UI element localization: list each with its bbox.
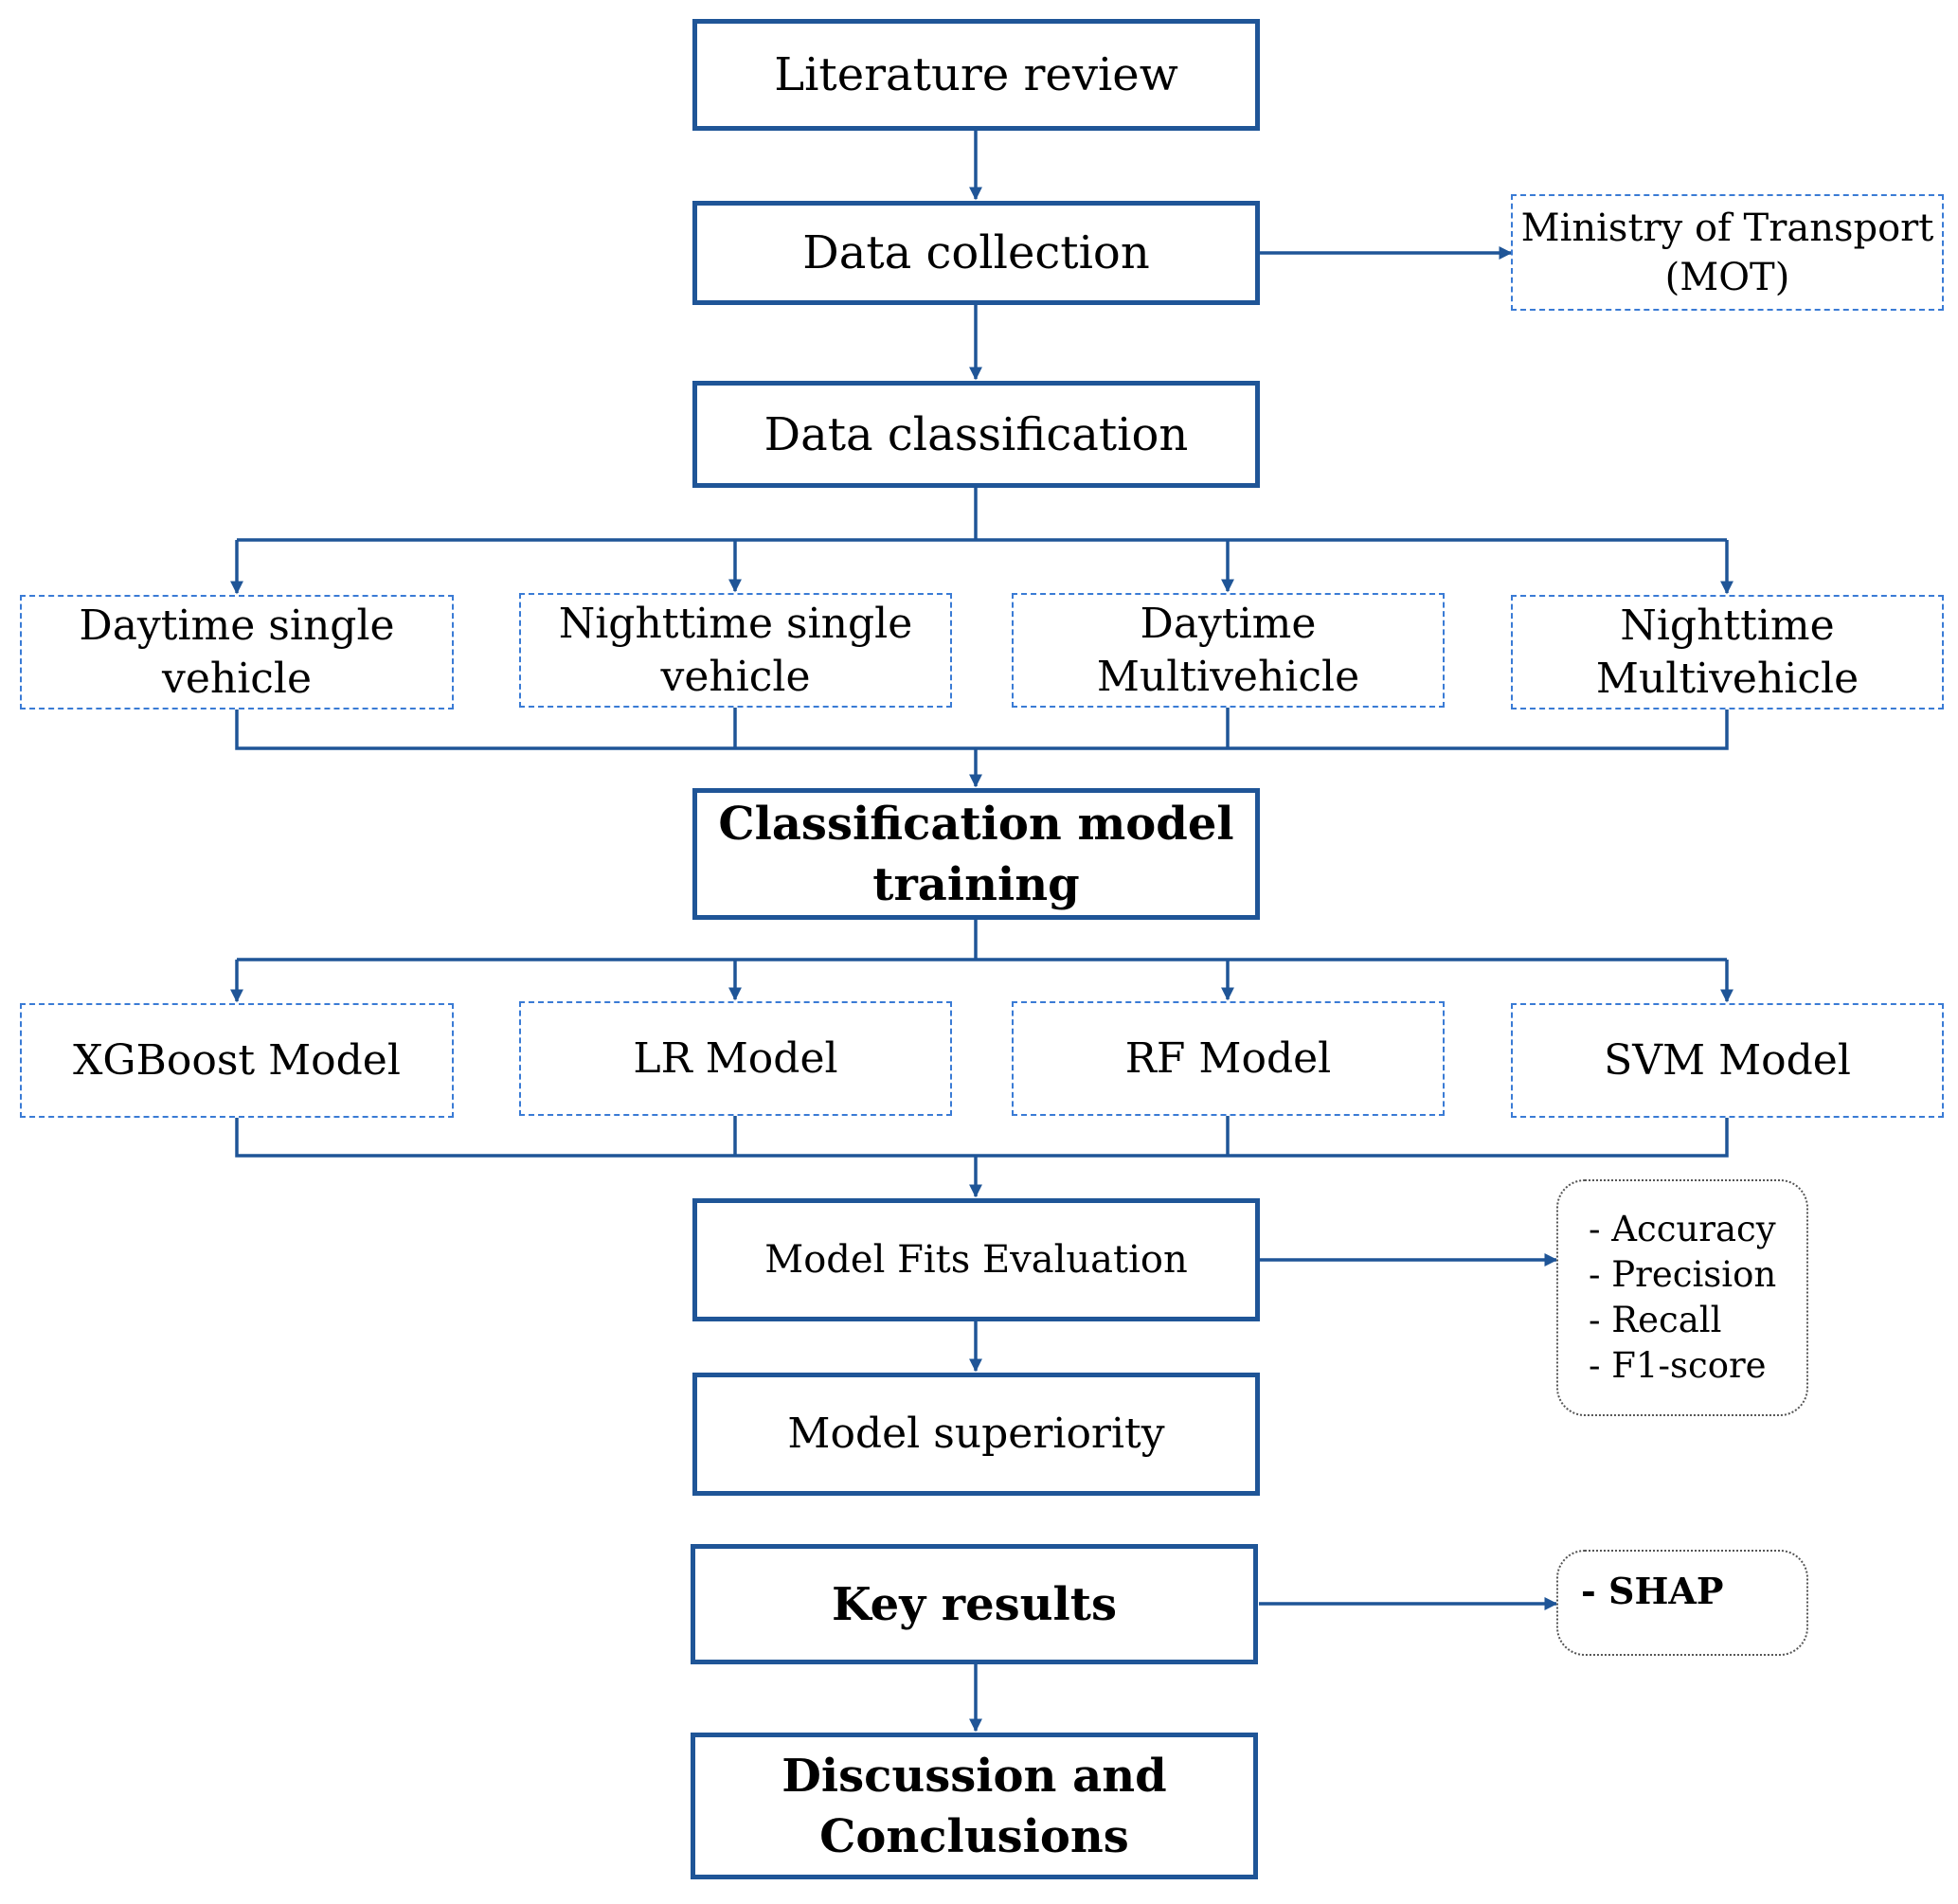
daytime-multi-box: Daytime Multivehicle — [1012, 593, 1445, 708]
classification-training-line1: Classification model — [718, 797, 1234, 851]
nighttime-multi-box: Nighttime Multivehicle — [1511, 595, 1944, 710]
rf-box: RF Model — [1012, 1001, 1445, 1116]
discussion-line2: Conclusions — [819, 1809, 1129, 1863]
classification-training-box: Classification model training — [692, 788, 1260, 920]
literature-review-label: Literature review — [774, 48, 1178, 101]
daytime-multi-line1: Daytime — [1140, 599, 1317, 648]
metrics-box: - Accuracy - Precision - Recall - F1-sco… — [1556, 1179, 1808, 1416]
xgboost-box: XGBoost Model — [20, 1003, 454, 1118]
shap-label: - SHAP — [1581, 1570, 1724, 1612]
svm-box: SVM Model — [1511, 1003, 1944, 1118]
line-merge-1 — [235, 710, 1729, 750]
daytime-single-line1: Daytime single — [79, 601, 395, 650]
data-classification-label: Data classification — [763, 407, 1189, 461]
mot-label-line2: (MOT) — [1664, 255, 1790, 299]
nighttime-multi-line2: Multivehicle — [1595, 654, 1859, 703]
nighttime-single-line1: Nighttime single — [558, 599, 913, 648]
metric-item: - Accuracy — [1589, 1209, 1776, 1249]
metric-item: - F1-score — [1589, 1345, 1767, 1386]
line-merge-2 — [235, 1118, 1729, 1158]
metric-item: - Precision — [1589, 1254, 1777, 1295]
rf-label: RF Model — [1124, 1033, 1332, 1083]
data-collection-box: Data collection — [692, 201, 1260, 305]
nighttime-single-line2: vehicle — [660, 652, 811, 701]
daytime-multi-line2: Multivehicle — [1096, 652, 1360, 701]
metric-item: - Recall — [1589, 1300, 1722, 1340]
nighttime-multi-line1: Nighttime — [1620, 601, 1835, 650]
daytime-single-line2: vehicle — [161, 654, 313, 703]
mot-label-line1: Ministry of Transport — [1520, 206, 1934, 250]
model-superiority-box: Model superiority — [692, 1373, 1260, 1496]
discussion-box: Discussion and Conclusions — [691, 1733, 1258, 1879]
nighttime-single-box: Nighttime single vehicle — [519, 593, 952, 708]
lr-box: LR Model — [519, 1001, 952, 1116]
data-collection-label: Data collection — [802, 226, 1150, 279]
xgboost-label: XGBoost Model — [73, 1035, 401, 1085]
daytime-single-box: Daytime single vehicle — [20, 595, 454, 710]
lr-label: LR Model — [633, 1033, 838, 1083]
shap-box: - SHAP — [1556, 1550, 1808, 1656]
data-classification-box: Data classification — [692, 381, 1260, 488]
mot-box: Ministry of Transport (MOT) — [1511, 194, 1944, 311]
model-fits-box: Model Fits Evaluation — [692, 1198, 1260, 1321]
discussion-line1: Discussion and — [781, 1749, 1167, 1803]
model-fits-label: Model Fits Evaluation — [764, 1238, 1188, 1282]
key-results-box: Key results — [691, 1544, 1258, 1664]
key-results-label: Key results — [832, 1577, 1117, 1631]
model-superiority-label: Model superiority — [787, 1410, 1165, 1458]
svm-label: SVM Model — [1604, 1035, 1851, 1085]
literature-review-box: Literature review — [692, 19, 1260, 131]
classification-training-line2: training — [872, 857, 1080, 911]
